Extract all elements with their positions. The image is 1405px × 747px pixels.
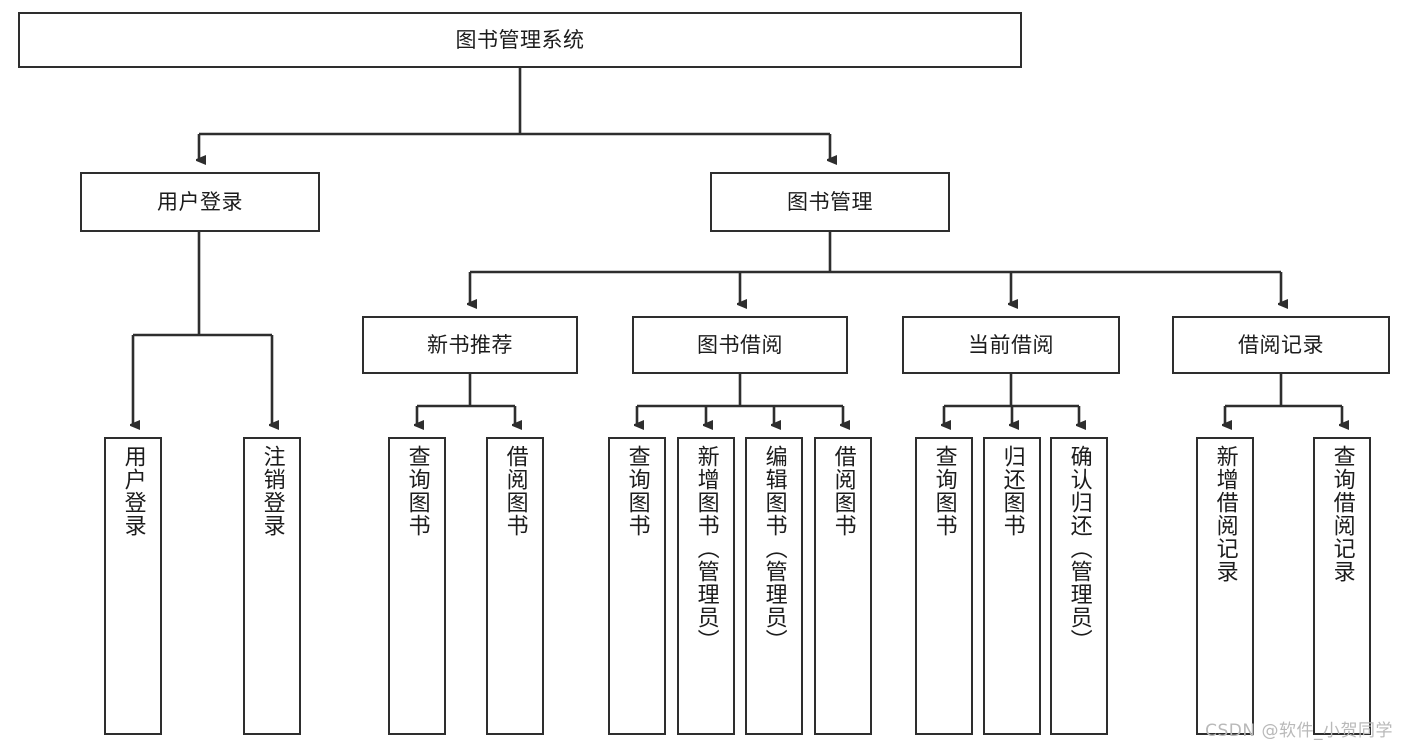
node-label: 图书管理系统 [455, 27, 585, 52]
node-root-system[interactable]: 图书管理系统 [18, 12, 1022, 68]
leaf-query-record[interactable]: 查询借阅记录 [1313, 437, 1371, 735]
leaf-label: 查询图书 [931, 445, 957, 537]
node-label: 借阅记录 [1238, 332, 1324, 357]
leaf-label: 借阅图书 [502, 445, 528, 537]
leaf-label: 用户登录 [120, 445, 146, 537]
leaf-label: 注销登录 [259, 445, 285, 537]
leaf-logout-login[interactable]: 注销登录 [243, 437, 301, 735]
node-borrow-record[interactable]: 借阅记录 [1172, 316, 1390, 374]
leaf-label: 编辑图书（管理员） [761, 445, 787, 652]
node-label: 新书推荐 [427, 332, 513, 357]
node-label: 图书管理 [787, 189, 873, 214]
leaf-return-book[interactable]: 归还图书 [983, 437, 1041, 735]
csdn-watermark: CSDN @软件_小贺同学 [1205, 721, 1393, 741]
leaf-borrow-book-2[interactable]: 借阅图书 [814, 437, 872, 735]
node-label: 图书借阅 [697, 332, 783, 357]
node-label: 用户登录 [157, 189, 243, 214]
leaf-add-record[interactable]: 新增借阅记录 [1196, 437, 1254, 735]
leaf-confirm-return[interactable]: 确认归还（管理员） [1050, 437, 1108, 735]
leaf-label: 新增图书（管理员） [693, 445, 719, 652]
node-current-borrow[interactable]: 当前借阅 [902, 316, 1120, 374]
leaf-query-book-2[interactable]: 查询图书 [608, 437, 666, 735]
node-new-book-recommend[interactable]: 新书推荐 [362, 316, 578, 374]
node-book-borrow[interactable]: 图书借阅 [632, 316, 848, 374]
leaf-edit-book[interactable]: 编辑图书（管理员） [745, 437, 803, 735]
leaf-label: 查询图书 [624, 445, 650, 537]
leaf-label: 借阅图书 [830, 445, 856, 537]
leaf-label: 查询图书 [404, 445, 430, 537]
leaf-label: 查询借阅记录 [1329, 445, 1355, 583]
node-label: 当前借阅 [968, 332, 1054, 357]
leaf-label: 归还图书 [999, 445, 1025, 537]
node-user-login[interactable]: 用户登录 [80, 172, 320, 232]
leaf-query-book-1[interactable]: 查询图书 [388, 437, 446, 735]
leaf-label: 确认归还（管理员） [1066, 445, 1092, 652]
leaf-borrow-book-1[interactable]: 借阅图书 [486, 437, 544, 735]
leaf-user-login[interactable]: 用户登录 [104, 437, 162, 735]
leaf-query-book-3[interactable]: 查询图书 [915, 437, 973, 735]
leaf-add-book[interactable]: 新增图书（管理员） [677, 437, 735, 735]
node-book-manage[interactable]: 图书管理 [710, 172, 950, 232]
leaf-label: 新增借阅记录 [1212, 445, 1238, 583]
